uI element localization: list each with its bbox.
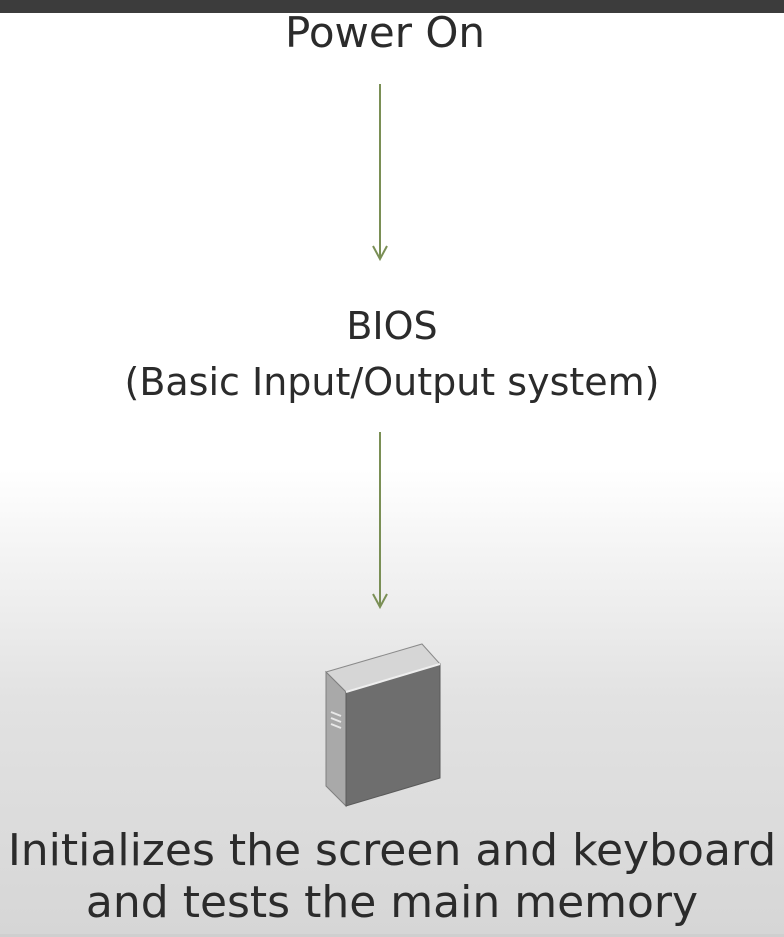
computer-tower-icon <box>325 643 441 808</box>
arrow-bios-to-computer <box>372 432 388 610</box>
arrow-power-to-bios <box>372 84 388 262</box>
top-window-bar <box>0 0 784 13</box>
description-line-2: and tests the main memory <box>85 877 699 928</box>
description-line-1: Initializes the screen and keyboard <box>7 825 777 876</box>
bios-subtitle: (Basic Input/Output system) <box>124 360 660 404</box>
bottom-divider <box>0 934 784 937</box>
bios-title: BIOS <box>346 304 438 348</box>
power-on-label: Power On <box>284 8 485 57</box>
